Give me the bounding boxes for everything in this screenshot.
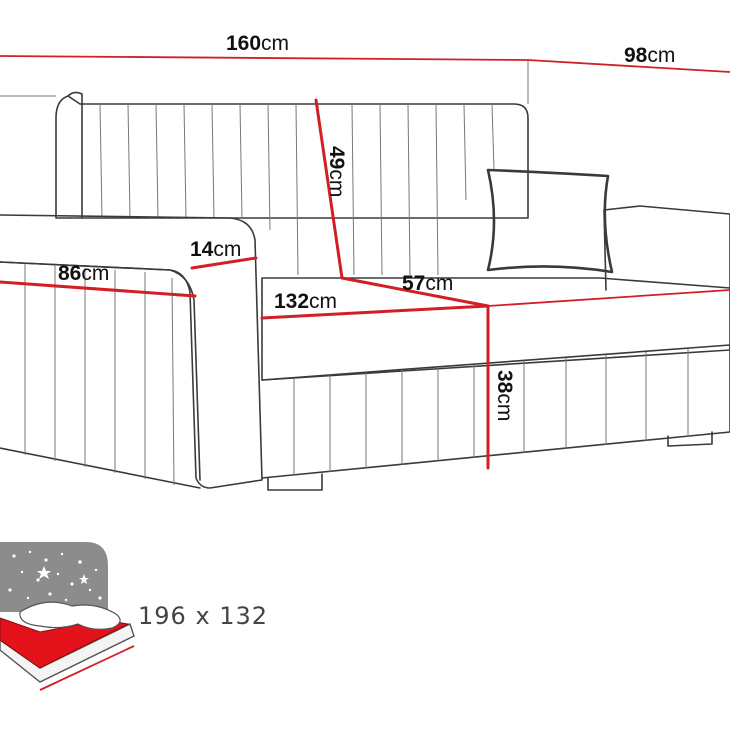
armrest-tufting <box>24 264 175 486</box>
label-seat-width: 132cm <box>274 290 337 313</box>
left-armrest-front <box>0 261 201 481</box>
sofa-backrest <box>55 95 529 219</box>
label-seat-height: 38cm <box>493 370 516 421</box>
label-side-height: 86cm <box>58 262 109 285</box>
dim-line-side-height <box>0 280 197 298</box>
dim-line-width-total <box>0 55 529 61</box>
left-armrest-bottom <box>0 447 201 489</box>
dim-line-depth-total <box>527 59 730 73</box>
backrest-tufting <box>99 103 495 276</box>
pillow-icon <box>486 168 614 274</box>
sofa-outline <box>0 60 730 491</box>
backrest-cushion-top <box>67 91 83 219</box>
right-armrest <box>603 205 730 289</box>
dim-line-seat-width <box>260 304 490 320</box>
sofa-foot-right <box>667 431 713 447</box>
dim-line-seat-depth <box>340 276 490 308</box>
bed-size-label: 196 x 132 <box>138 602 268 630</box>
sofa-base <box>261 344 730 479</box>
label-back-height: 49cm <box>325 146 348 197</box>
bed-pillows <box>19 601 121 630</box>
bed-surface <box>0 617 130 669</box>
dim-line-back-height <box>314 98 344 280</box>
label-seat-depth: 57cm <box>402 272 453 295</box>
label-arm-width: 14cm <box>190 238 241 261</box>
base-tufting <box>293 349 689 475</box>
night-sky-badge <box>0 542 108 612</box>
sofa-foot-front <box>267 473 323 491</box>
label-depth-total: 98cm <box>624 44 675 67</box>
label-width-total: 160cm <box>226 32 289 55</box>
dim-line-seat-front <box>487 289 730 307</box>
stars-icon <box>8 550 102 602</box>
bed-dim-line <box>39 645 135 691</box>
dim-line-arm-width <box>190 256 258 270</box>
bed-base <box>0 623 135 683</box>
dimension-lines <box>0 55 730 470</box>
seat-cushion <box>261 277 730 381</box>
sleeping-area-icon <box>0 542 135 691</box>
